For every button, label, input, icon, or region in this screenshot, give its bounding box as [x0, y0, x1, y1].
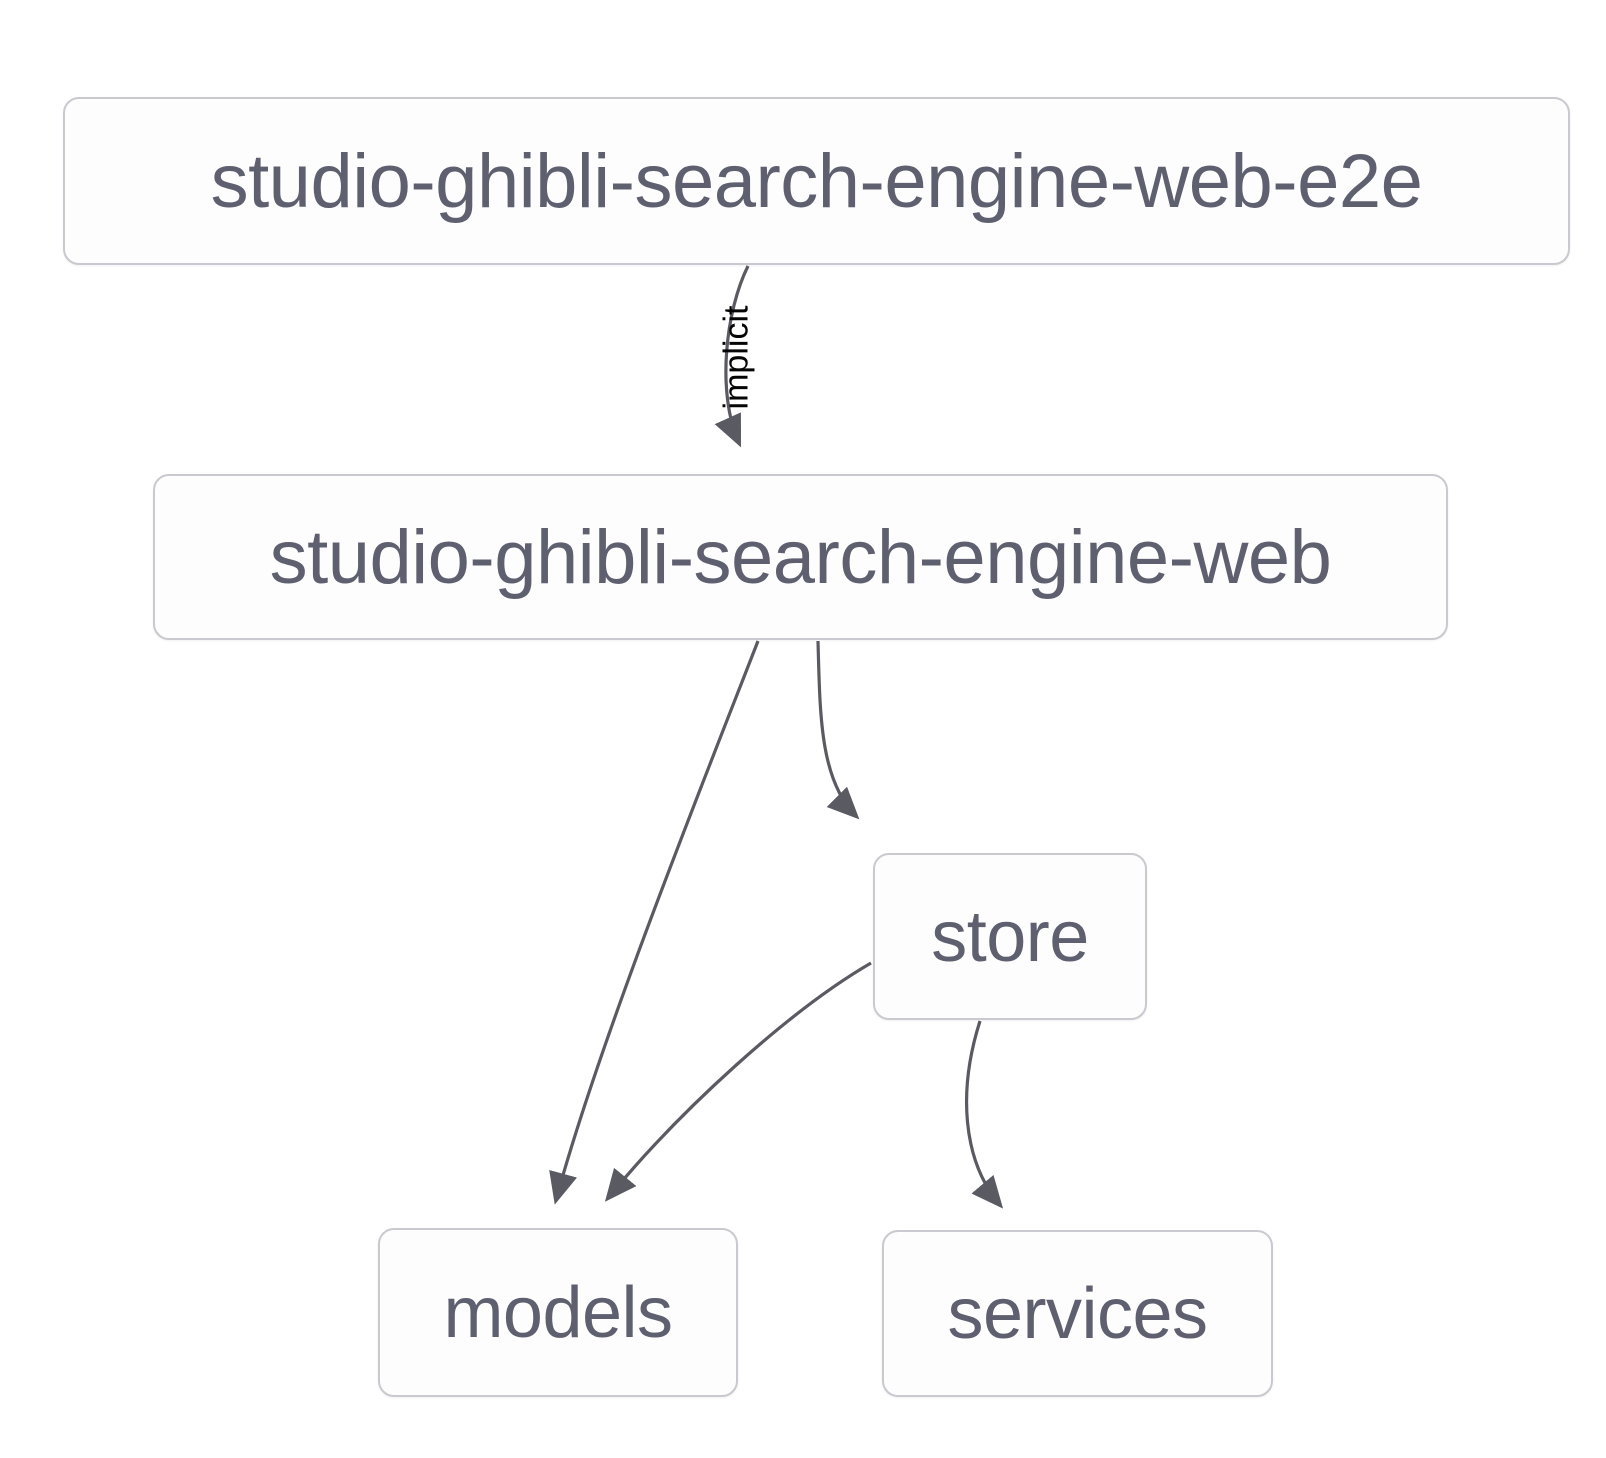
node-label: store — [931, 896, 1089, 977]
edge-web-to-models — [549, 640, 760, 1205]
node-models[interactable]: models — [378, 1228, 738, 1397]
node-label: models — [443, 1272, 673, 1353]
edge-web-to-store — [816, 640, 860, 820]
edge-store-to-models — [604, 961, 872, 1202]
node-services[interactable]: services — [882, 1230, 1273, 1397]
node-store[interactable]: store — [873, 853, 1147, 1020]
edge-label-implicit: implicit — [717, 305, 756, 410]
node-label: studio-ghibli-search-engine-web-e2e — [210, 138, 1423, 224]
node-label: studio-ghibli-search-engine-web — [269, 514, 1332, 600]
edge-store-to-services — [964, 1020, 1004, 1209]
node-studio-ghibli-search-engine-web[interactable]: studio-ghibli-search-engine-web — [153, 474, 1448, 640]
node-studio-ghibli-search-engine-web-e2e[interactable]: studio-ghibli-search-engine-web-e2e — [63, 97, 1570, 265]
node-label: services — [947, 1273, 1208, 1354]
